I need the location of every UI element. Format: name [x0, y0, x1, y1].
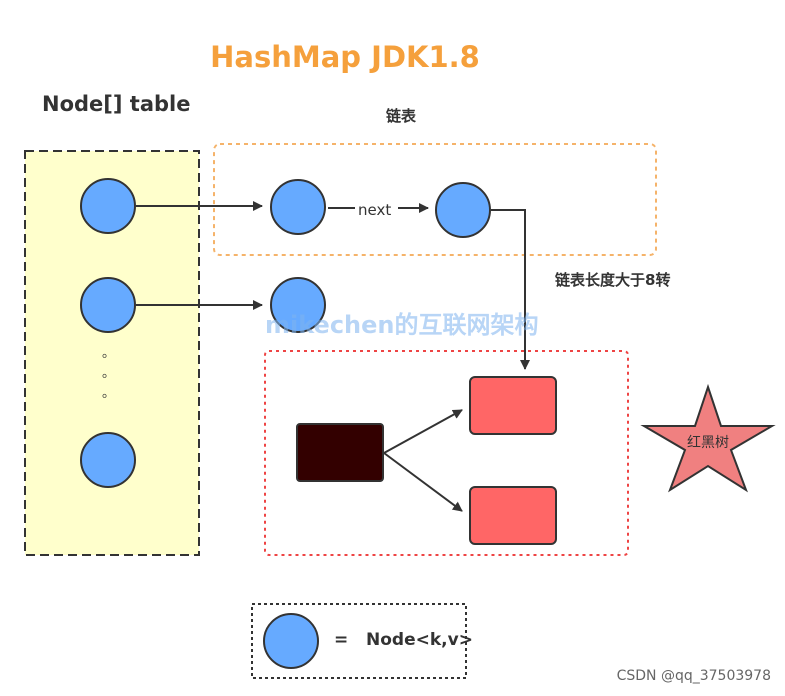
tree-box [264, 350, 629, 556]
star-icon [640, 383, 776, 493]
tree-child-node-2 [469, 486, 557, 545]
table-node-3 [80, 432, 136, 488]
legend-node-text: Node<k,v> [366, 630, 473, 650]
page-title: HashMap JDK1.8 [210, 40, 480, 74]
watermark-text: mikechen的互联网架构 [265, 311, 539, 339]
arrow-list-to-tree [491, 209, 530, 370]
tree-branch-down [383, 452, 463, 512]
tree-branch-up [383, 409, 463, 454]
tree-root-node [296, 423, 384, 482]
footer-credit: CSDN @qq_37503978 [616, 668, 771, 684]
list-node-1 [270, 179, 326, 235]
linked-list-label: 链表 [386, 107, 417, 125]
node-table-label: Node[] table [42, 92, 191, 116]
red-black-tree-label: 红黑树 [687, 435, 729, 451]
list-node-2 [435, 182, 491, 238]
table-dot-3: 。 [102, 386, 115, 401]
linked-list-box [213, 143, 657, 256]
legend-equals: = [334, 630, 349, 650]
single-node [270, 277, 326, 333]
tree-child-node-1 [469, 376, 557, 435]
legend-node-icon [263, 613, 319, 669]
legend-description: = Node<k,v> [334, 630, 473, 650]
next-label: next [358, 201, 391, 219]
convert-label: 链表长度大于8转 [555, 271, 671, 289]
table-node-2 [80, 277, 136, 333]
table-dot-1: 。 [102, 346, 115, 361]
table-node-1 [80, 178, 136, 234]
table-dot-2: 。 [102, 366, 115, 381]
